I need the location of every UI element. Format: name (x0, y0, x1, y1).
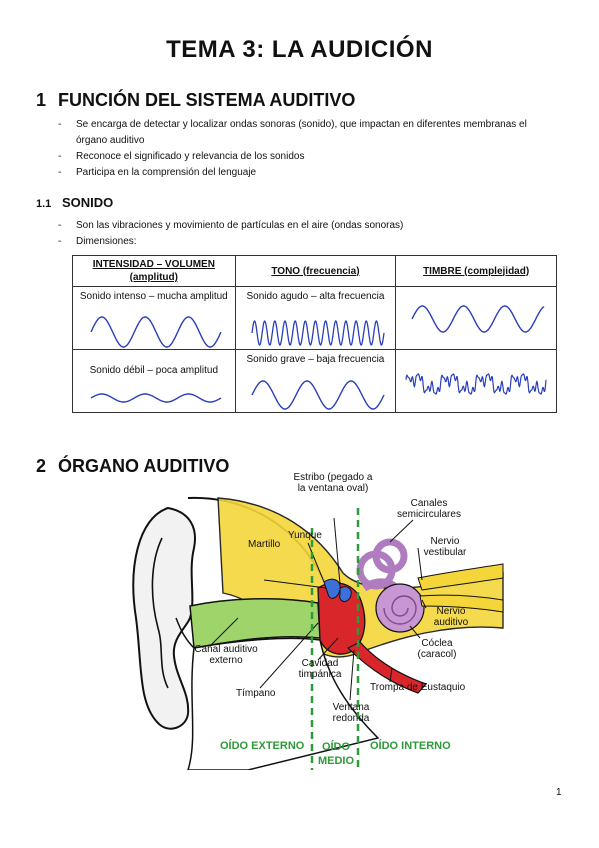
label-cavidad-timpanica: Cavidad timpánica (292, 658, 348, 680)
table-header-cell: TIMBRE (complejidad) (395, 255, 557, 287)
document-title: TEMA 3: LA AUDICIÓN (166, 36, 433, 63)
section-1-1-bullets: Son las vibraciones y movimiento de part… (58, 218, 538, 250)
cell-label (396, 287, 556, 290)
section-1-heading: 1 FUNCIÓN DEL SISTEMA AUDITIVO (36, 90, 355, 111)
ear-anatomy-diagram: Estribo (pegado a la ventana oval) Canal… (128, 472, 508, 770)
label-ventana-redonda: Ventana redonda (328, 702, 374, 724)
label-text: Canal auditivo externo (194, 644, 258, 666)
section-1-1-number: 1.1 (36, 198, 52, 210)
bullet-item: Se encarga de detectar y localizar ondas… (58, 117, 538, 149)
section-1-bullets: Se encarga de detectar y localizar ondas… (58, 117, 538, 181)
label-trompa: Trompa de Eustaquio (370, 682, 466, 693)
label-text: Cavidad timpánica (298, 658, 342, 680)
cell-label: Sonido agudo – alta frecuencia (246, 291, 385, 302)
simple-timbre-wave-icon (411, 305, 545, 333)
bullet-item: Dimensiones: (58, 234, 538, 250)
cell-label: Sonido débil – poca amplitud (89, 365, 219, 376)
label-estribo: Estribo (pegado a la ventana oval) (292, 472, 374, 494)
low-amplitude-wave-icon (90, 393, 222, 403)
table-header-cell: INTENSIDAD – VOLUMEN (amplitud) (72, 255, 236, 287)
label-text: Nervio auditivo (433, 606, 469, 628)
table-header-cell: TONO (frecuencia) (234, 255, 397, 287)
label-text: Estribo (pegado a la ventana oval) (293, 472, 373, 494)
label-nervio-vestibular: Nervio vestibular (420, 536, 470, 558)
label-text: Ventana redonda (332, 702, 370, 724)
section-1-1-title: SONIDO (62, 195, 114, 210)
label-text: Nervio vestibular (423, 536, 467, 558)
label-text: Canales semicirculares (397, 498, 461, 520)
table-header-row: INTENSIDAD – VOLUMEN (amplitud) TONO (fr… (72, 255, 557, 287)
section-2-heading: 2 ÓRGANO AUDITIVO (36, 456, 229, 477)
high-frequency-wave-icon (250, 320, 385, 346)
zone-oido-medio: OÍDO MEDIO (317, 741, 355, 767)
zone-oido-interno: OÍDO INTERNO (370, 740, 451, 752)
low-frequency-wave-icon (250, 380, 385, 410)
table-row: Sonido débil – poca amplitud Sonido grav… (72, 349, 557, 413)
cell-label: Sonido grave – baja frecuencia (246, 354, 385, 365)
cell-label: Sonido intenso – mucha amplitud (79, 291, 228, 302)
complex-timbre-wave-icon (405, 373, 547, 395)
table-cell (395, 349, 557, 413)
sound-dimensions-table: INTENSIDAD – VOLUMEN (amplitud) TONO (fr… (72, 255, 557, 413)
table-row: Sonido intenso – mucha amplitud Sonido a… (72, 286, 557, 350)
label-text: Cóclea (caracol) (417, 638, 457, 660)
label-canal-auditivo: Canal auditivo externo (186, 644, 266, 666)
section-1-title: FUNCIÓN DEL SISTEMA AUDITIVO (58, 90, 356, 110)
section-1-1-heading: 1.1 SONIDO (36, 195, 113, 210)
label-timpano: Tímpano (236, 688, 276, 699)
label-nervio-auditivo: Nervio auditivo (426, 606, 476, 628)
table-cell (395, 286, 557, 350)
zone-oido-externo: OÍDO EXTERNO (220, 740, 305, 752)
high-amplitude-wave-icon (90, 316, 222, 348)
section-2-title: ÓRGANO AUDITIVO (58, 456, 230, 476)
bullet-item: Participa en la comprensión del lenguaje (58, 165, 538, 181)
table-cell: Sonido agudo – alta frecuencia (234, 286, 397, 350)
table-cell: Sonido intenso – mucha amplitud (72, 286, 236, 350)
label-yunque: Yunque (288, 530, 322, 541)
label-canales: Canales semicirculares (393, 498, 465, 520)
bullet-item: Son las vibraciones y movimiento de part… (58, 218, 538, 234)
section-2-number: 2 (36, 456, 47, 476)
cell-label (396, 350, 556, 353)
label-coclea: Cóclea (caracol) (414, 638, 460, 660)
table-cell: Sonido grave – baja frecuencia (234, 349, 397, 413)
table-cell: Sonido débil – poca amplitud (72, 349, 236, 413)
label-martillo: Martillo (248, 539, 281, 550)
section-1-number: 1 (36, 90, 47, 110)
page-number: 1 (556, 787, 562, 798)
bullet-item: Reconoce el significado y relevancia de … (58, 149, 538, 165)
ear-illustration (132, 488, 504, 770)
